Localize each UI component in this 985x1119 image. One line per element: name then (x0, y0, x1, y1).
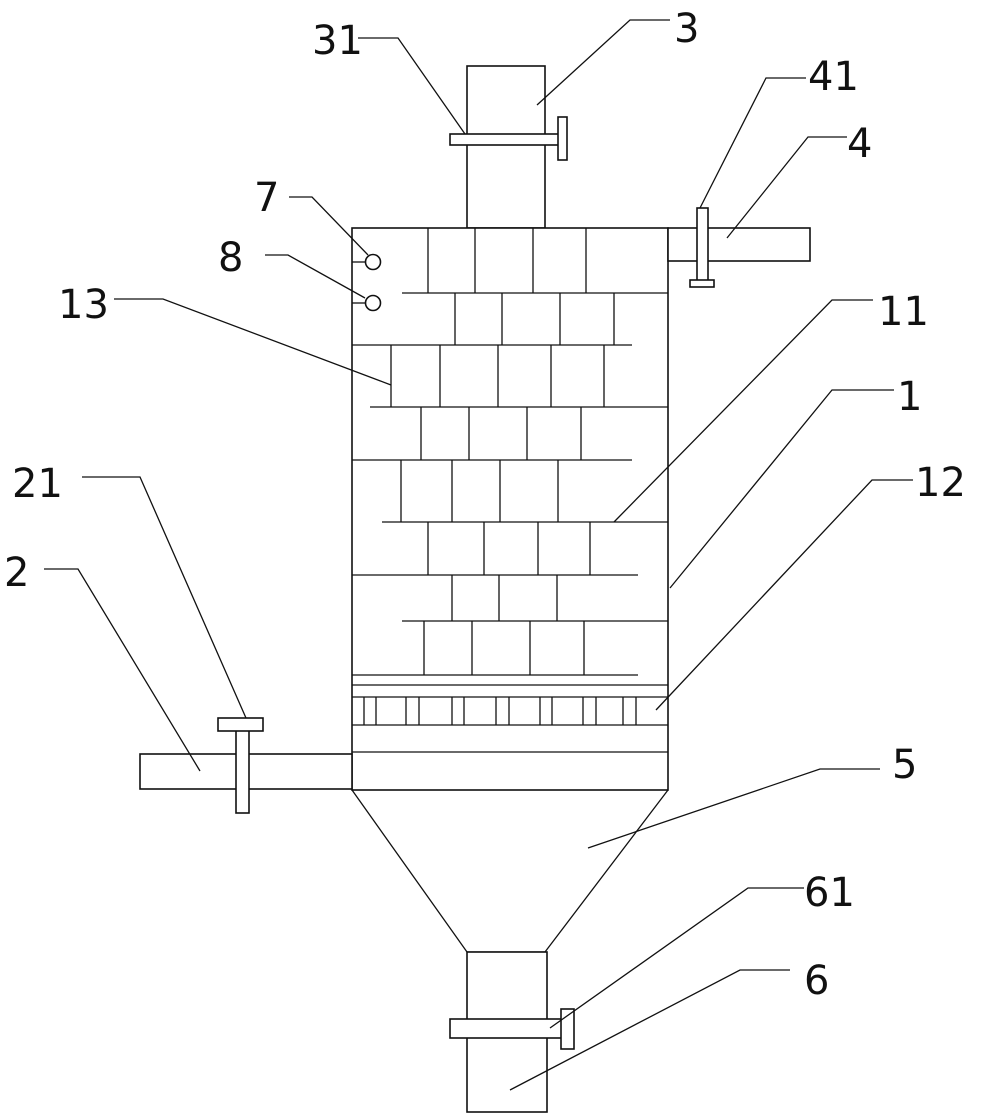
leader-8 (265, 254, 366, 299)
label-3: 3 (674, 6, 699, 52)
reference-numerals: 31 3 41 4 7 8 13 11 1 12 21 2 5 61 6 (4, 6, 966, 1004)
leader-13 (114, 298, 392, 386)
label-21: 21 (12, 461, 63, 507)
leader-2 (44, 568, 201, 772)
label-12: 12 (915, 460, 966, 506)
label-41: 41 (808, 54, 859, 100)
lower-port (352, 294, 382, 312)
right-outlet-pipe (667, 227, 811, 262)
left-valve (217, 717, 264, 814)
conical-hopper (351, 789, 669, 953)
leader-3 (536, 19, 670, 106)
top-outlet-pipe (466, 65, 546, 229)
leader-41 (699, 77, 806, 209)
label-2: 2 (4, 550, 29, 596)
right-valve (689, 207, 715, 288)
leader-6 (509, 969, 790, 1091)
label-61: 61 (804, 870, 855, 916)
filler-layers (352, 228, 668, 676)
leader-lines (44, 19, 913, 1091)
label-4: 4 (847, 121, 872, 167)
label-7: 7 (254, 175, 279, 221)
label-31: 31 (312, 18, 363, 64)
label-1: 1 (897, 374, 922, 420)
vessel-body (351, 227, 669, 791)
leader-12 (655, 479, 913, 711)
leader-21 (82, 476, 247, 719)
label-8: 8 (218, 235, 243, 281)
leader-4 (726, 136, 847, 239)
label-6: 6 (804, 958, 829, 1004)
label-5: 5 (892, 742, 917, 788)
leader-31 (358, 37, 466, 135)
leader-7 (289, 196, 369, 256)
leader-5 (587, 768, 880, 849)
perforated-plate (352, 684, 668, 753)
top-valve (449, 116, 568, 161)
leader-11 (613, 299, 873, 523)
leader-1 (669, 389, 894, 589)
upper-port (352, 253, 382, 271)
leader-61 (549, 887, 804, 1029)
bottom-valve (449, 1008, 575, 1050)
label-13: 13 (58, 282, 109, 328)
label-11: 11 (878, 289, 929, 335)
